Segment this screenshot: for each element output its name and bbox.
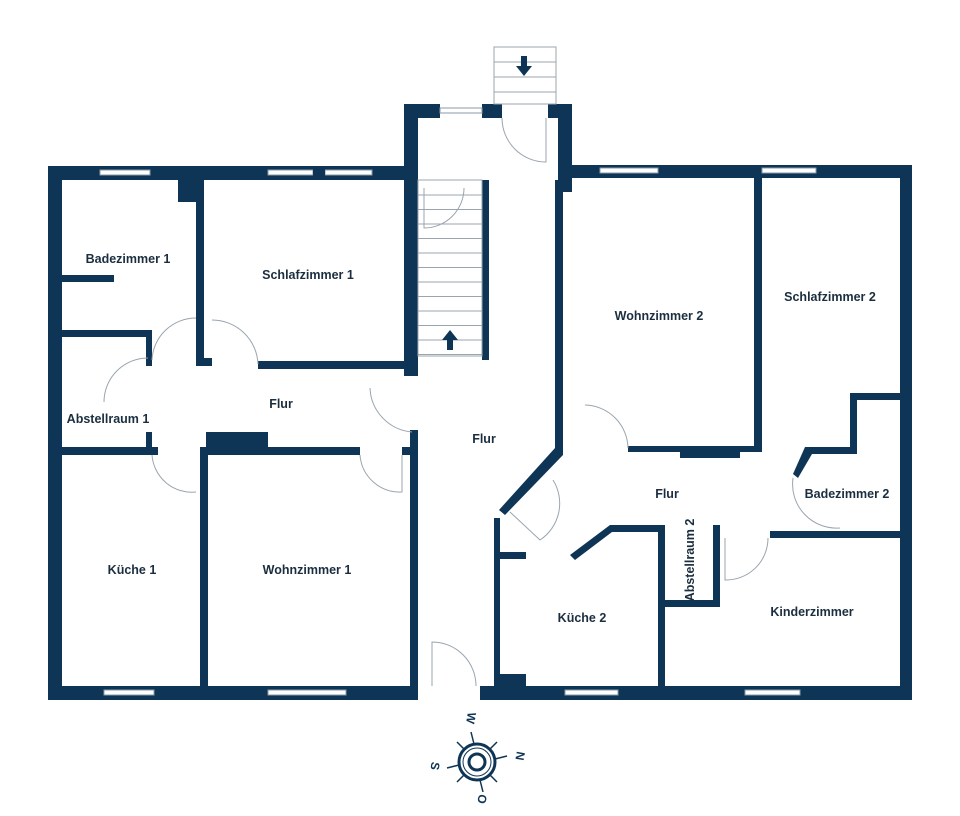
room-label-flur-right: Flur [655,487,679,501]
room-label-flur-left: Flur [269,397,293,411]
room-label-schlafzimmer-1: Schlafzimmer 1 [262,268,354,282]
room-label-wohnzimmer-2: Wohnzimmer 2 [614,309,704,323]
door-swings [103,117,841,687]
room-label-abstellraum-2: Abstellraum 2 [683,518,697,602]
room-label-wohnzimmer-1: Wohnzimmer 1 [262,563,352,577]
walls [48,104,912,700]
windows [99,107,817,696]
room-label-badezimmer-2: Badezimmer 2 [804,487,890,501]
room-label-schlafzimmer-2: Schlafzimmer 2 [784,290,876,304]
stairs [417,46,557,357]
room-label-kueche-1: Küche 1 [107,563,157,577]
room-label-badezimmer-1: Badezimmer 1 [85,252,171,266]
room-label-flur-center: Flur [472,432,496,446]
room-label-kinderzimmer: Kinderzimmer [770,605,854,619]
compass-rose-icon [446,731,508,793]
compass-label-w: W [463,711,479,725]
room-label-kueche-2: Küche 2 [557,611,607,625]
room-label-abstellraum-1: Abstellraum 1 [66,412,150,426]
